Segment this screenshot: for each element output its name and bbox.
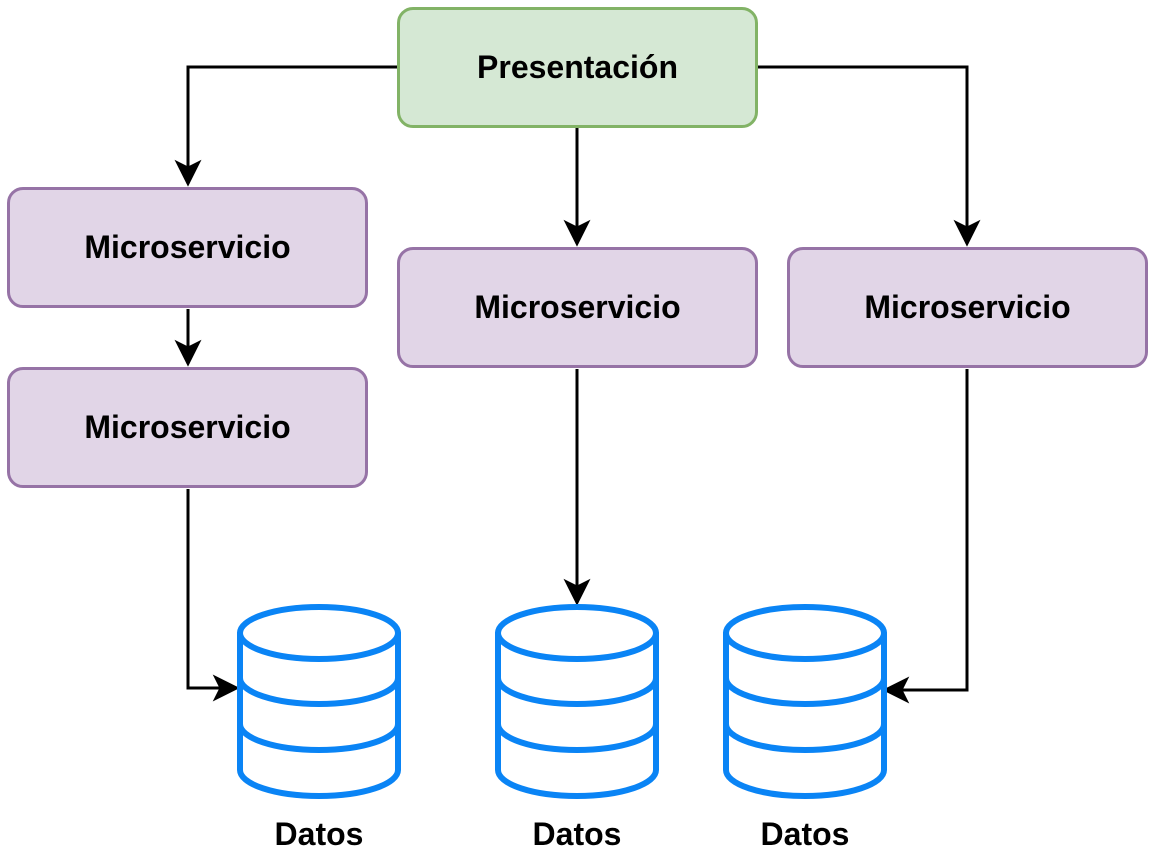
database-label: Datos (532, 816, 622, 852)
presentation-node: Presentación (397, 7, 758, 128)
microservice-node-left-top: Microservicio (7, 187, 368, 308)
database-label: Datos (274, 816, 364, 852)
microservice-node-left-bottom: Microservicio (7, 367, 368, 488)
arrow-left-micro-to-database-1 (186, 489, 240, 702)
database-label: Datos (760, 816, 850, 852)
arrow-presentation-to-right-micro (758, 65, 981, 247)
database-icon (723, 604, 887, 799)
database-icon (237, 604, 401, 799)
database-icon (495, 604, 659, 799)
arrow-presentation-to-left-micro (174, 65, 397, 187)
arrow-right-micro-to-database-3 (882, 369, 969, 704)
microservice-node-center: Microservicio (397, 247, 758, 368)
microservice-node-right: Microservicio (787, 247, 1148, 368)
